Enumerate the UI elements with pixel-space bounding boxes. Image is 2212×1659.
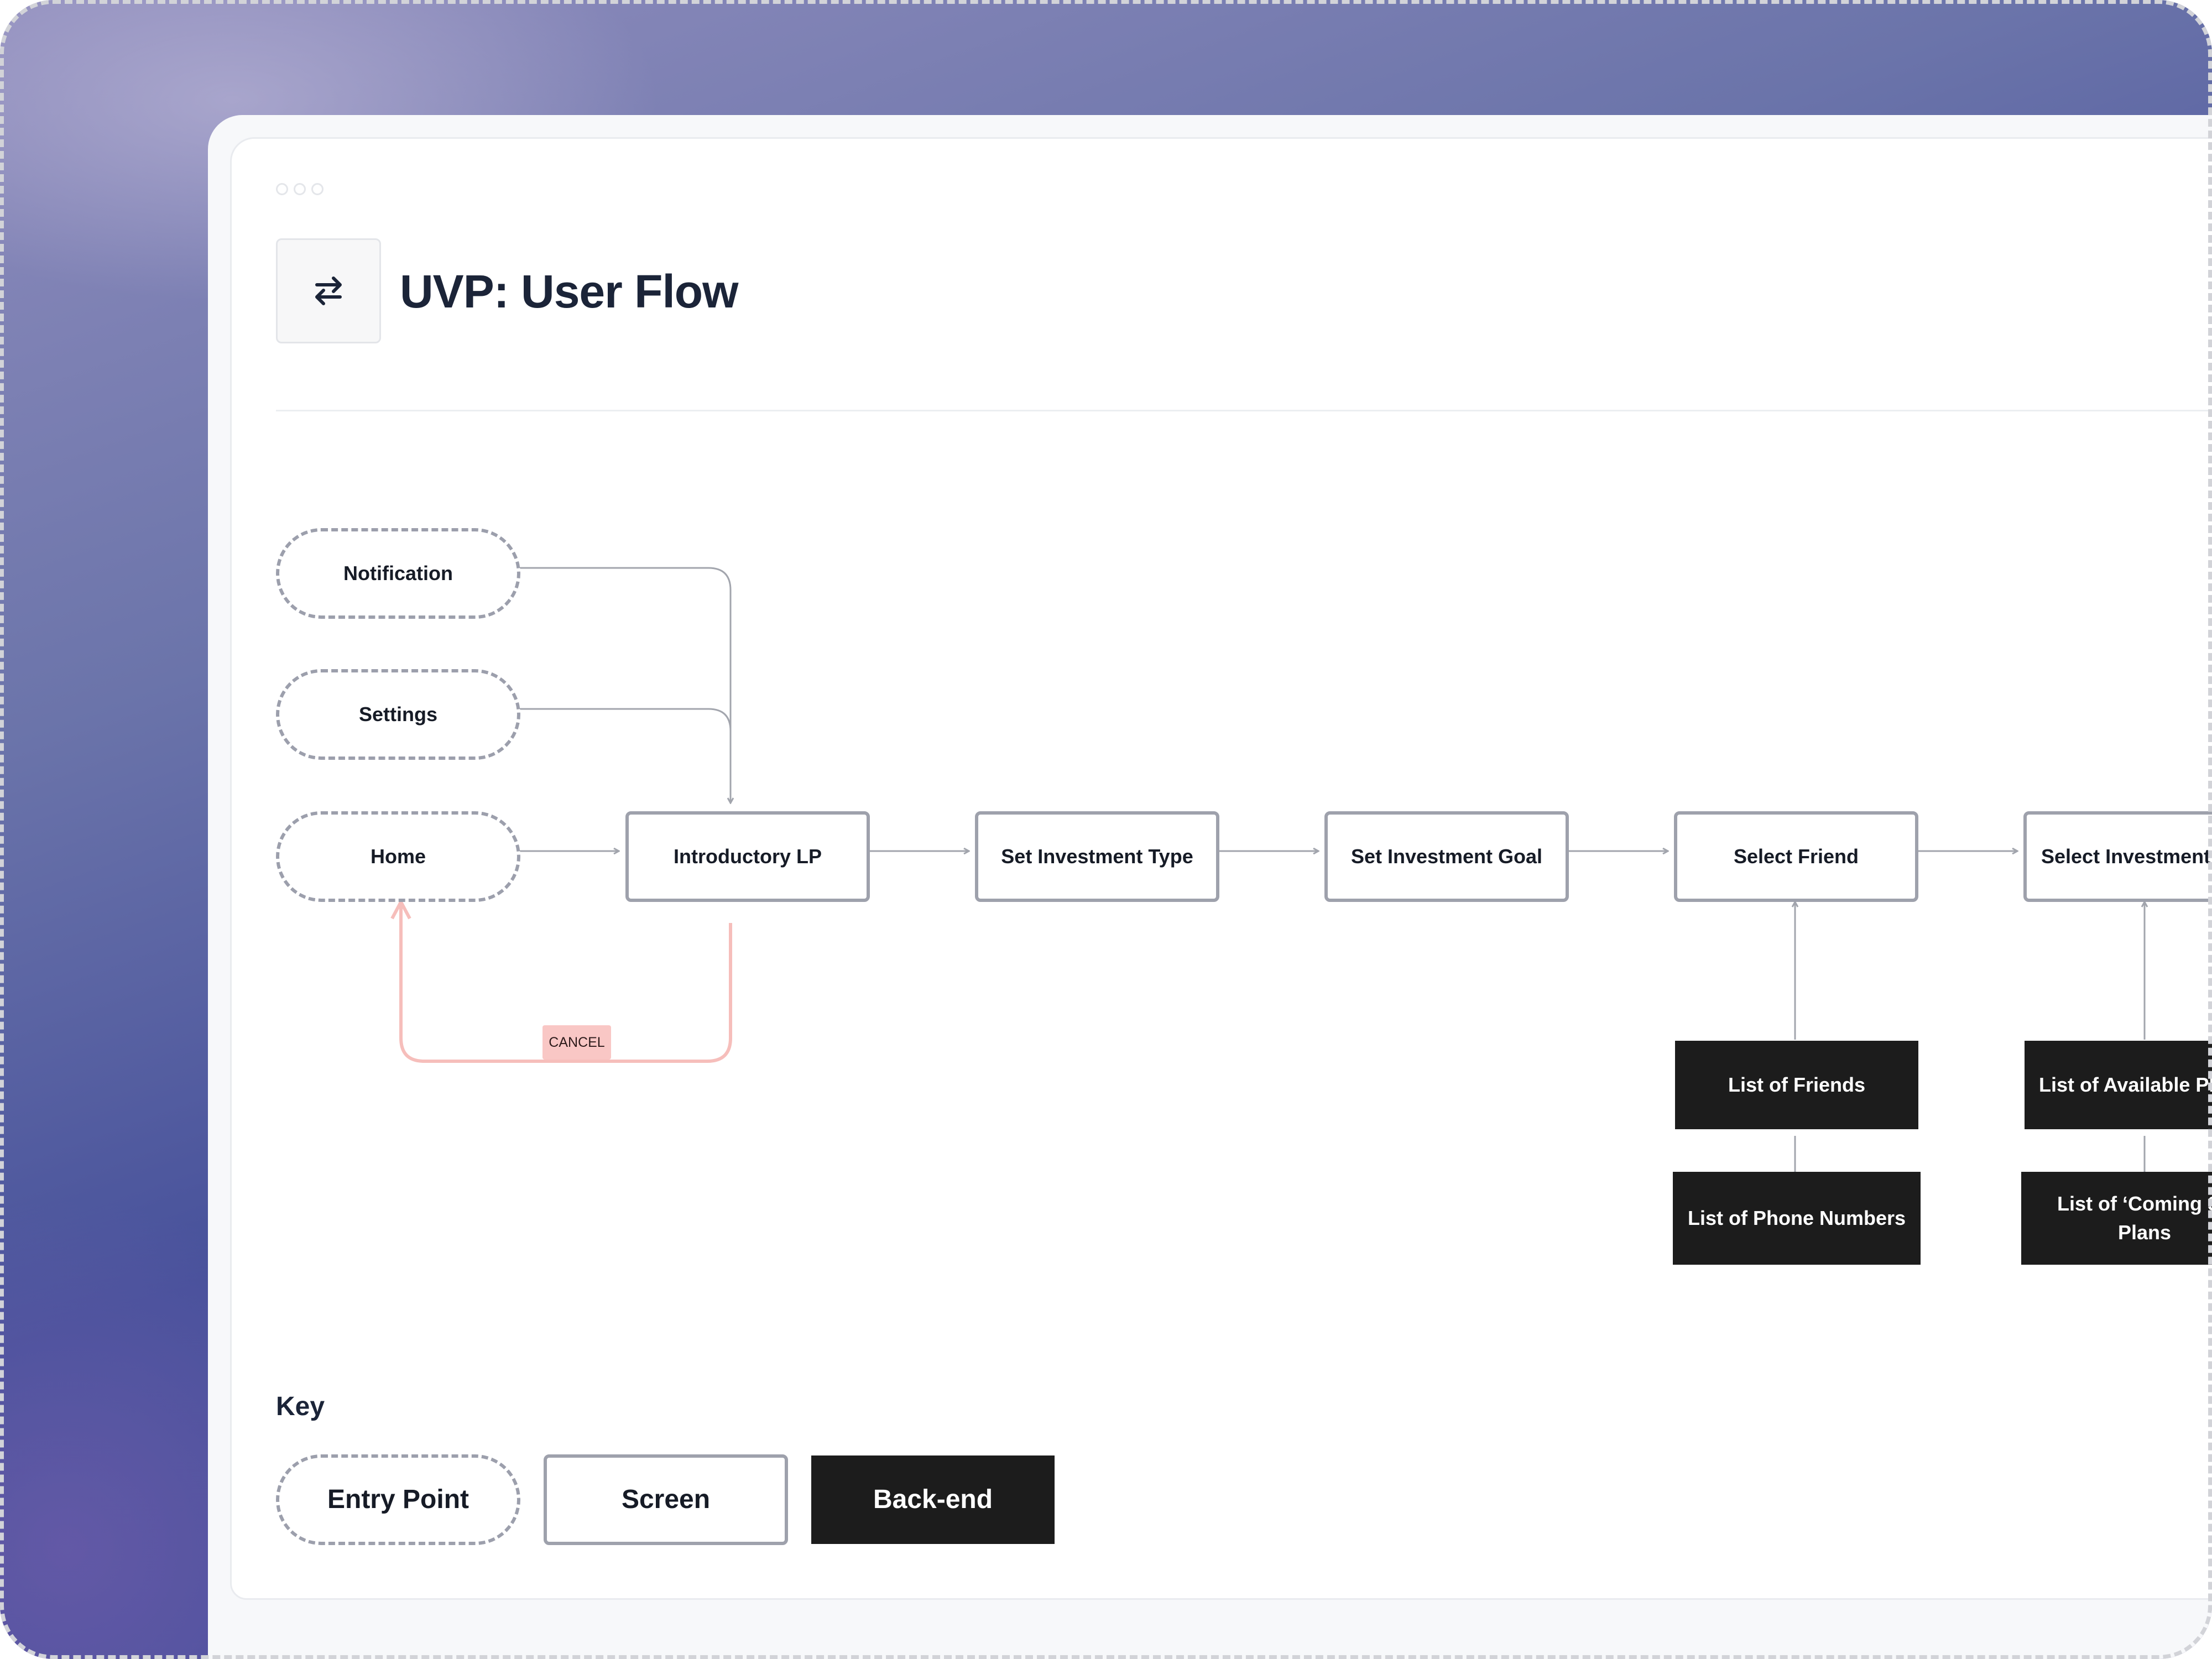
key-title: Key [276, 1392, 325, 1421]
entry-home[interactable]: Home [276, 811, 520, 902]
connector-settings-to-intro [497, 708, 732, 732]
window-control-dot[interactable] [276, 183, 288, 195]
header-divider [276, 410, 2212, 411]
window-control-dot[interactable] [311, 183, 324, 195]
backend-list-of-friends[interactable]: List of Friends [1675, 1041, 1918, 1129]
cancel-label: CANCEL [542, 1025, 611, 1060]
backend-list-of-phone-numbers[interactable]: List of Phone Numbers [1673, 1172, 1921, 1265]
cancel-return-path [390, 900, 732, 1063]
key-entry-point: Entry Point [276, 1454, 520, 1545]
key-screen: Screen [544, 1454, 788, 1545]
window-controls [276, 183, 324, 195]
entry-notification[interactable]: Notification [276, 528, 520, 619]
page-title: UVP: User Flow [400, 265, 738, 317]
key-backend: Back-end [811, 1455, 1055, 1544]
page-icon-tile[interactable] [276, 238, 381, 343]
screen-set-investment-goal[interactable]: Set Investment Goal [1324, 811, 1569, 902]
entry-settings[interactable]: Settings [276, 669, 520, 760]
screen-set-investment-type[interactable]: Set Investment Type [975, 811, 1219, 902]
connector-notification-to-intro [497, 567, 731, 803]
arrows-exchange-icon [315, 276, 342, 305]
screen-select-investment-plan[interactable]: Select Investment Pl [2023, 811, 2212, 902]
backend-list-of-available-plans[interactable]: List of Available Pl [2025, 1041, 2212, 1129]
screen-select-friend[interactable]: Select Friend [1674, 811, 1918, 902]
window: UVP: User Flow [208, 115, 2212, 1659]
canvas-panel: UVP: User Flow [230, 137, 2212, 1600]
screen-introductory-lp[interactable]: Introductory LP [625, 811, 870, 902]
backend-list-of-coming-soon-plans[interactable]: List of ‘Coming Se Plans [2021, 1172, 2212, 1265]
window-control-dot[interactable] [294, 183, 306, 195]
